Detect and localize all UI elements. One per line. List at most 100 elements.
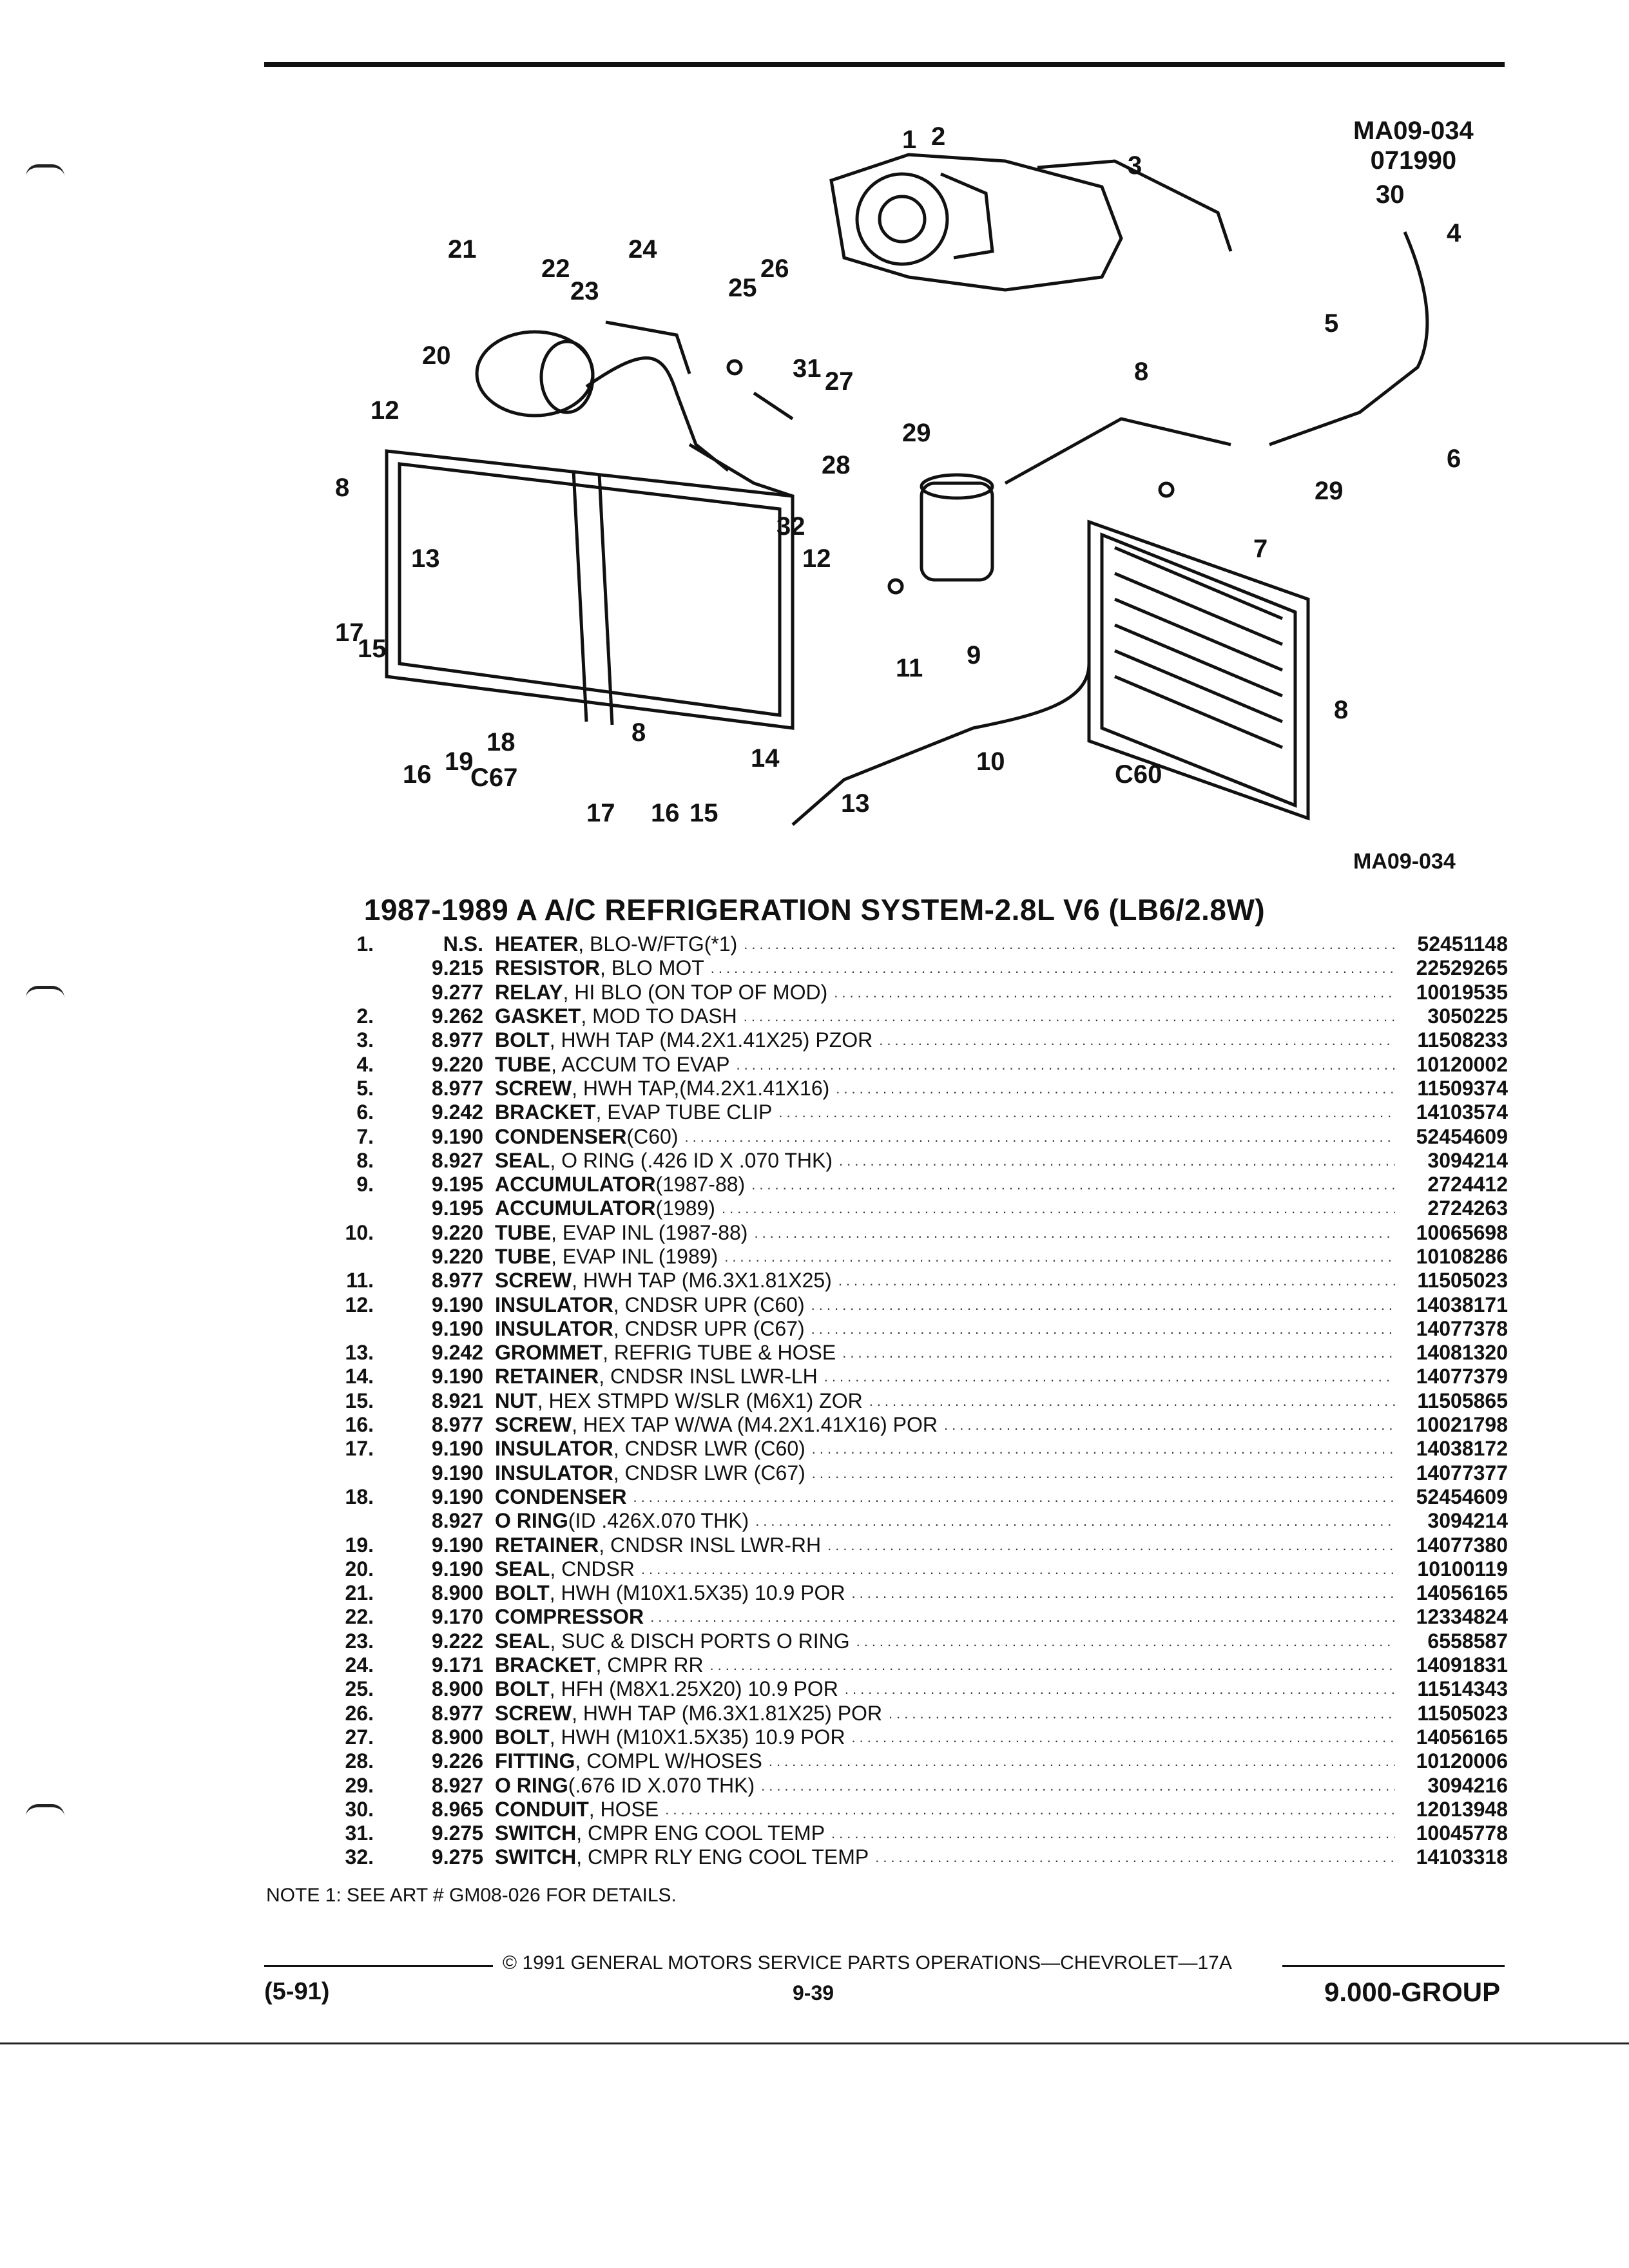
part-name: SWITCH [495, 1845, 577, 1869]
ref-number: 5. [356, 1076, 374, 1100]
ref-number: 19. [345, 1533, 374, 1557]
group-code: 9.220 [431, 1220, 483, 1244]
part-number: 14056165 [1416, 1581, 1508, 1605]
part-description: SCREW, HWH TAP (M6.3X1.81X25) POR [495, 1702, 1395, 1725]
part-number: 14077378 [1416, 1316, 1508, 1340]
part-name: SWITCH [495, 1821, 577, 1845]
binder-hole-bottom [26, 1804, 64, 1816]
ref-number: 1. [356, 932, 374, 956]
part-detail: , HWH (M10X1.5X35) 10.9 POR [549, 1725, 845, 1749]
parts-row: 1.N.S.HEATER, BLO-W/FTG(*1)52451148 [309, 932, 1508, 956]
condenser-c67 [385, 449, 795, 730]
part-description: TUBE, ACCUM TO EVAP [495, 1053, 1395, 1077]
part-name: SEAL [495, 1629, 550, 1653]
group-code: 9.262 [431, 1004, 483, 1028]
part-number: 6558587 [1427, 1629, 1508, 1653]
accumulator [920, 481, 994, 582]
leader-dots [811, 1293, 1395, 1317]
leader-dots [769, 1749, 1395, 1773]
svg-text:13: 13 [411, 544, 440, 573]
svg-text:4: 4 [1447, 219, 1461, 247]
group-code: 9.190 [431, 1533, 483, 1557]
svg-text:2: 2 [931, 122, 945, 151]
ref-number: 26. [345, 1701, 374, 1725]
group-code: 9.190 [431, 1365, 483, 1389]
part-number: 3050225 [1427, 1004, 1508, 1028]
part-name: ACCUMULATOR [495, 1196, 656, 1220]
part-description: BOLT, HWH TAP (M4.2X1.41X25) PZOR [495, 1028, 1395, 1052]
leader-dots [684, 1125, 1395, 1149]
part-description: SCREW, HEX TAP W/WA (M4.2X1.41X16) POR [495, 1413, 1395, 1437]
part-number: 14103318 [1416, 1845, 1508, 1869]
leader-dots [811, 1317, 1395, 1341]
leader-dots [754, 1221, 1395, 1245]
part-number: 52454609 [1416, 1124, 1508, 1148]
group-code: 8.900 [431, 1725, 483, 1749]
part-name: TUBE [495, 1245, 552, 1268]
part-number: 11505023 [1417, 1701, 1508, 1725]
part-detail: , HEX STMPD W/SLR (M6X1) ZOR [537, 1389, 863, 1412]
part-name: RETAINER [495, 1533, 599, 1557]
part-description: INSULATOR, CNDSR LWR (C67) [495, 1461, 1395, 1485]
condenser-c60 [1087, 519, 1310, 821]
ref-number: 25. [345, 1677, 374, 1701]
part-name: BRACKET [495, 1653, 596, 1677]
part-detail: , SUC & DISCH PORTS O RING [550, 1629, 850, 1653]
part-name: NUT [495, 1389, 537, 1412]
part-description: INSULATOR, CNDSR UPR (C60) [495, 1293, 1395, 1317]
footer-rule-left [264, 1965, 493, 1967]
part-description: SEAL, CNDSR [495, 1557, 1395, 1581]
part-detail: , EVAP INL (1989) [551, 1245, 718, 1268]
leader-dots [852, 1725, 1395, 1749]
group-code: 8.921 [431, 1389, 483, 1412]
part-name: SEAL [495, 1148, 550, 1172]
part-detail: , CMPR RR [595, 1653, 704, 1677]
part-number: 52454609 [1416, 1485, 1508, 1508]
ref-number: 8. [356, 1148, 374, 1172]
ref-number: 22. [345, 1605, 374, 1629]
part-description: NUT, HEX STMPD W/SLR (M6X1) ZOR [495, 1389, 1395, 1413]
ref-number: 18. [345, 1485, 374, 1508]
bottom-rule [0, 2042, 1629, 2044]
svg-text:14: 14 [751, 744, 780, 773]
part-description: INSULATOR, CNDSR UPR (C67) [495, 1317, 1395, 1341]
part-detail: , HI BLO (ON TOP OF MOD) [563, 980, 828, 1004]
part-name: INSULATOR [495, 1461, 613, 1485]
svg-text:15: 15 [358, 635, 387, 663]
group-code: 8.927 [431, 1773, 483, 1797]
part-name: CONDENSER [495, 1124, 627, 1148]
part-detail: , REFRIG TUBE & HOSE [602, 1341, 836, 1365]
revision-date: (5-91) [264, 1978, 330, 2005]
group-code: 8.900 [431, 1677, 483, 1701]
ref-number: 29. [345, 1773, 374, 1797]
ref-number: 23. [345, 1629, 374, 1653]
part-number: 11509374 [1417, 1076, 1508, 1100]
group-code: 9.170 [431, 1605, 483, 1629]
ref-number: 15. [345, 1389, 374, 1412]
svg-text:8: 8 [1134, 358, 1148, 386]
part-number: 11505023 [1417, 1269, 1508, 1293]
variant-label-c60: C60 [1115, 760, 1162, 789]
part-name: TUBE [495, 1220, 552, 1244]
part-name: GASKET [495, 1004, 581, 1028]
part-description: SCREW, HWH TAP,(M4.2X1.41X16) [495, 1077, 1395, 1100]
leader-dots [633, 1485, 1395, 1509]
svg-text:13: 13 [841, 789, 870, 818]
part-number: 14056165 [1416, 1725, 1508, 1749]
svg-text:27: 27 [825, 367, 854, 396]
group-code: 8.977 [431, 1269, 483, 1293]
leader-dots [944, 1413, 1395, 1437]
